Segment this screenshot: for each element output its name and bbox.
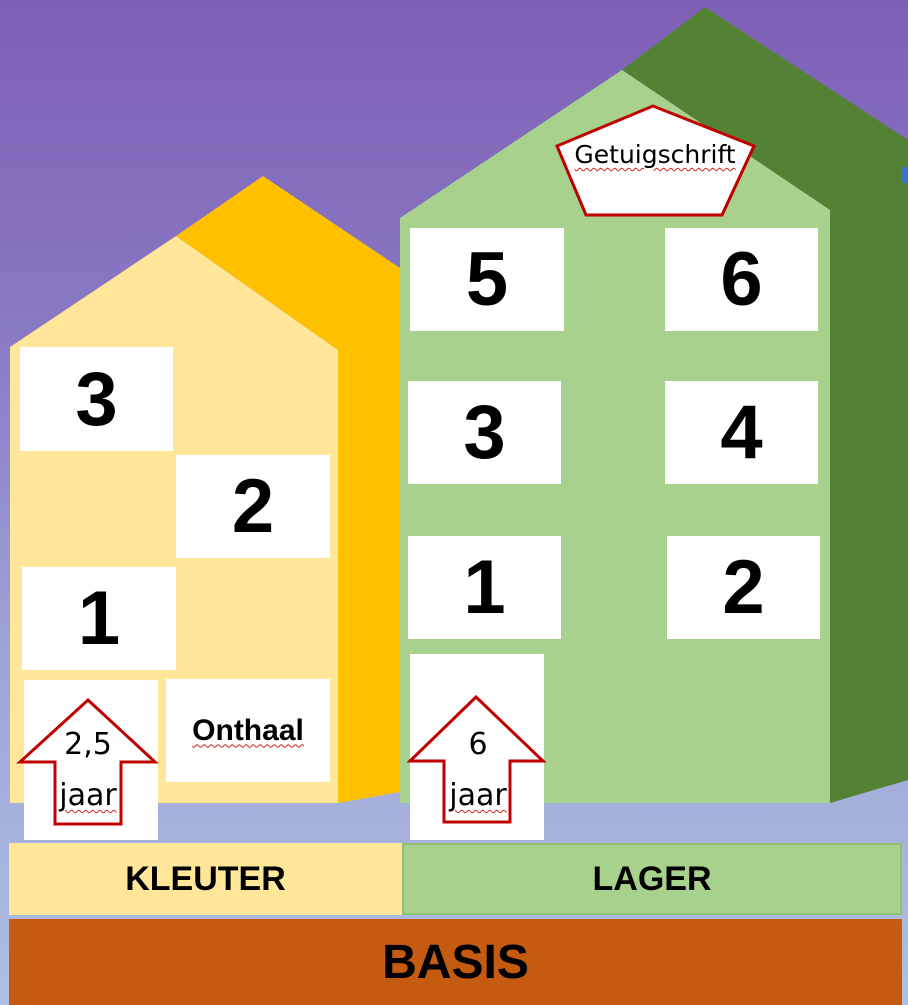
kleuter-band: KLEUTER: [9, 843, 402, 915]
certificate-text: Getuigschrift: [574, 140, 735, 169]
lager-entry-age: 6 jaar: [430, 727, 526, 813]
lager-entry-age-unit: jaar: [449, 778, 506, 813]
certificate-label: Getuigschrift: [560, 140, 750, 169]
lager-band-label: LAGER: [593, 860, 712, 899]
lager-band: LAGER: [402, 843, 902, 915]
kleuter-entry-age-number: 2,5: [40, 727, 136, 762]
basis-band: BASIS: [9, 919, 902, 1005]
kleuter-band-label: KLEUTER: [125, 860, 286, 899]
basis-band-label: BASIS: [382, 935, 529, 990]
lager-entry-age-number: 6: [430, 727, 526, 762]
kleuter-entry-age: 2,5 jaar: [40, 727, 136, 813]
kleuter-entry-age-unit: jaar: [59, 778, 116, 813]
